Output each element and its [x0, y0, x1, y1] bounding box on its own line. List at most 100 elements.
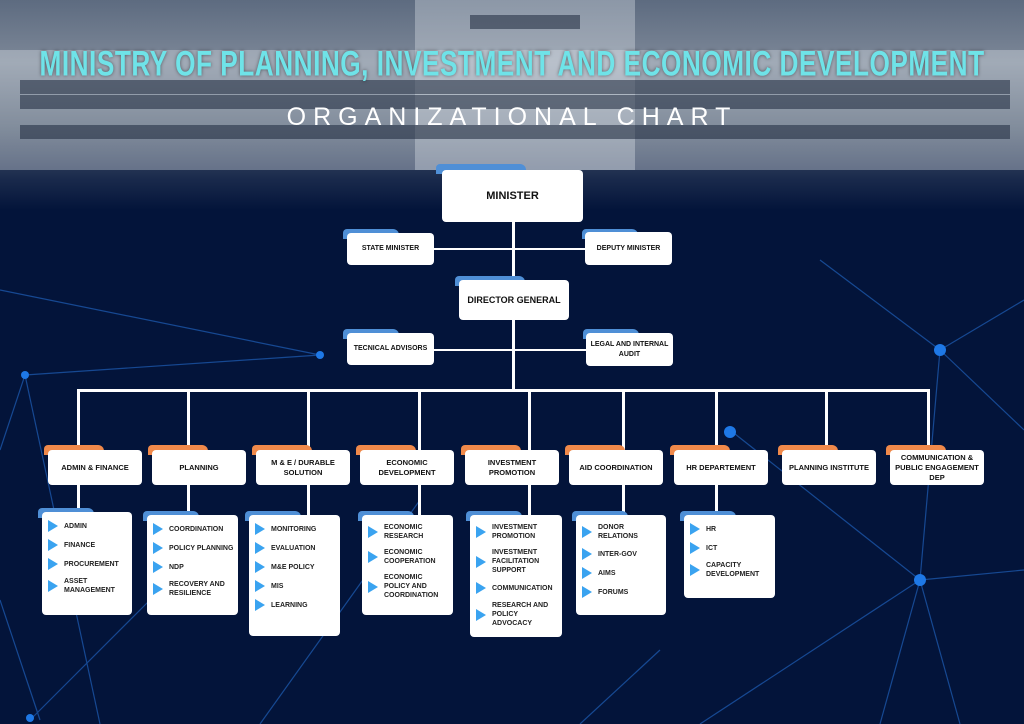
bullet-arrow-icon — [368, 551, 378, 563]
unit-label: MIS — [271, 582, 284, 590]
box-tab — [436, 164, 526, 174]
unit-label: ASSET MANAGEMENT — [64, 578, 115, 594]
page-title: MINISTRY OF PLANNING, INVESTMENT AND ECO… — [39, 43, 985, 84]
connector — [77, 389, 930, 392]
bullet-arrow-icon — [255, 523, 265, 535]
bullet-arrow-icon — [255, 580, 265, 592]
bullet-arrow-icon — [368, 580, 378, 593]
unit-item: ECONOMIC COOPERATION — [368, 548, 449, 566]
unit-label: HR — [706, 525, 717, 533]
unit-item: ICT — [690, 542, 771, 554]
units-list: HR ICT CAPACITY DEVELOPMENT — [684, 515, 775, 598]
unit-item: RESEARCH AND POLICY ADVOCACY — [476, 601, 558, 628]
bullet-arrow-icon — [255, 561, 265, 573]
unit-label: POLICY PLANNING — [169, 544, 234, 552]
unit-label: FORUMS — [598, 588, 629, 596]
bullet-arrow-icon — [48, 580, 58, 592]
bullet-arrow-icon — [153, 561, 163, 573]
unit-item: DONOR RELATIONS — [582, 523, 662, 541]
bullet-arrow-icon — [582, 526, 592, 538]
unit-item: COORDINATION — [153, 523, 234, 535]
unit-label: INVESTMENT PROMOTION — [492, 524, 538, 540]
bullet-arrow-icon — [476, 582, 486, 594]
unit-item: M&E POLICY — [255, 561, 336, 573]
unit-item: MIS — [255, 580, 336, 592]
unit-label: MONITORING — [271, 525, 317, 533]
unit-item: INVESTMENT PROMOTION — [476, 523, 558, 541]
department-box: INVESTMENT PROMOTION — [465, 450, 559, 485]
legal-audit-box: LEGAL AND INTERNAL AUDIT — [586, 333, 673, 366]
unit-label: RECOVERY AND RESILIENCE — [169, 581, 225, 597]
bullet-arrow-icon — [476, 608, 486, 621]
state-minister-box: STATE MINISTER — [347, 233, 434, 265]
unit-label: LEARNING — [271, 601, 308, 609]
bullet-arrow-icon — [153, 523, 163, 535]
unit-item: LEARNING — [255, 599, 336, 611]
department-box: PLANNING — [152, 450, 246, 485]
bullet-arrow-icon — [582, 548, 592, 560]
unit-item: FINANCE — [48, 539, 128, 551]
minister-box: MINISTER — [442, 170, 583, 222]
bullet-arrow-icon — [690, 523, 700, 535]
unit-label: RESEARCH AND POLICY ADVOCACY — [492, 602, 549, 627]
units-list: COORDINATION POLICY PLANNING NDP RECOVERY A… — [147, 515, 238, 615]
unit-item: INVESTMENT FACILITATION SUPPORT — [476, 548, 558, 575]
deputy-minister-box: DEPUTY MINISTER — [585, 232, 672, 265]
bullet-arrow-icon — [368, 526, 378, 538]
unit-item: ADMIN — [48, 520, 128, 532]
unit-label: COORDINATION — [169, 525, 224, 533]
unit-item: AIMS — [582, 567, 662, 579]
units-list: MONITORING EVALUATION M&E POLICY MIS LEARNIN… — [249, 515, 340, 636]
unit-item: NDP — [153, 561, 234, 573]
unit-item: POLICY PLANNING — [153, 542, 234, 554]
unit-label: NDP — [169, 563, 184, 571]
unit-item: HR — [690, 523, 771, 535]
unit-item: CAPACITY DEVELOPMENT — [690, 561, 771, 579]
unit-item: INTER-GOV — [582, 548, 662, 560]
connector — [434, 248, 585, 250]
unit-item: COMMUNICATION — [476, 582, 558, 594]
connector — [927, 390, 930, 450]
department-box: M & E / DURABLE SOLUTION — [256, 450, 350, 485]
unit-item: ASSET MANAGEMENT — [48, 577, 128, 595]
technical-advisors-box: TECNICAL ADVISORS — [347, 333, 434, 365]
unit-label: AIMS — [598, 569, 616, 577]
bullet-arrow-icon — [48, 539, 58, 551]
bullet-arrow-icon — [255, 542, 265, 554]
unit-item: RECOVERY AND RESILIENCE — [153, 580, 234, 598]
units-list: DONOR RELATIONS INTER-GOV AIMS FORUMS — [576, 515, 666, 615]
bullet-arrow-icon — [690, 542, 700, 554]
unit-label: EVALUATION — [271, 544, 316, 552]
bullet-arrow-icon — [153, 542, 163, 554]
unit-item: ECONOMIC RESEARCH — [368, 523, 449, 541]
connector — [434, 349, 586, 351]
unit-item: EVALUATION — [255, 542, 336, 554]
page-subtitle: ORGANIZATIONAL CHART — [286, 103, 738, 131]
bullet-arrow-icon — [255, 599, 265, 611]
units-list: ECONOMIC RESEARCH ECONOMIC COOPERATION ECO… — [362, 515, 453, 615]
title-container: MINISTRY OF PLANNING, INVESTMENT AND ECO… — [0, 44, 1024, 84]
department-box: PLANNING INSTITUTE — [782, 450, 876, 485]
bullet-arrow-icon — [582, 567, 592, 579]
unit-item: PROCUREMENT — [48, 558, 128, 570]
department-box: AID COORDINATION — [569, 450, 663, 485]
unit-label: FINANCE — [64, 541, 96, 549]
bullet-arrow-icon — [153, 583, 163, 595]
unit-label: ECONOMIC RESEARCH — [384, 524, 424, 540]
unit-label: INTER-GOV — [598, 550, 637, 558]
unit-label: ICT — [706, 544, 718, 552]
director-general-box: DIRECTOR GENERAL — [459, 280, 569, 320]
unit-label: DONOR RELATIONS — [598, 524, 638, 540]
unit-item: MONITORING — [255, 523, 336, 535]
connector — [825, 390, 828, 450]
unit-item: ECONOMIC POLICY AND COORDINATION — [368, 573, 449, 600]
units-list: INVESTMENT PROMOTION INVESTMENT FACILITAT… — [470, 515, 562, 637]
department-box: COMMUNICATION & PUBLIC ENGAGEMENT DEP — [890, 450, 984, 485]
unit-label: PROCUREMENT — [64, 560, 119, 568]
unit-label: ECONOMIC POLICY AND COORDINATION — [384, 574, 439, 599]
unit-label: INVESTMENT FACILITATION SUPPORT — [492, 549, 540, 574]
bullet-arrow-icon — [582, 586, 592, 598]
unit-item: FORUMS — [582, 586, 662, 598]
units-list: ADMIN FINANCE PROCUREMENT ASSET MANAGEMENT — [42, 512, 132, 615]
bullet-arrow-icon — [476, 526, 486, 538]
